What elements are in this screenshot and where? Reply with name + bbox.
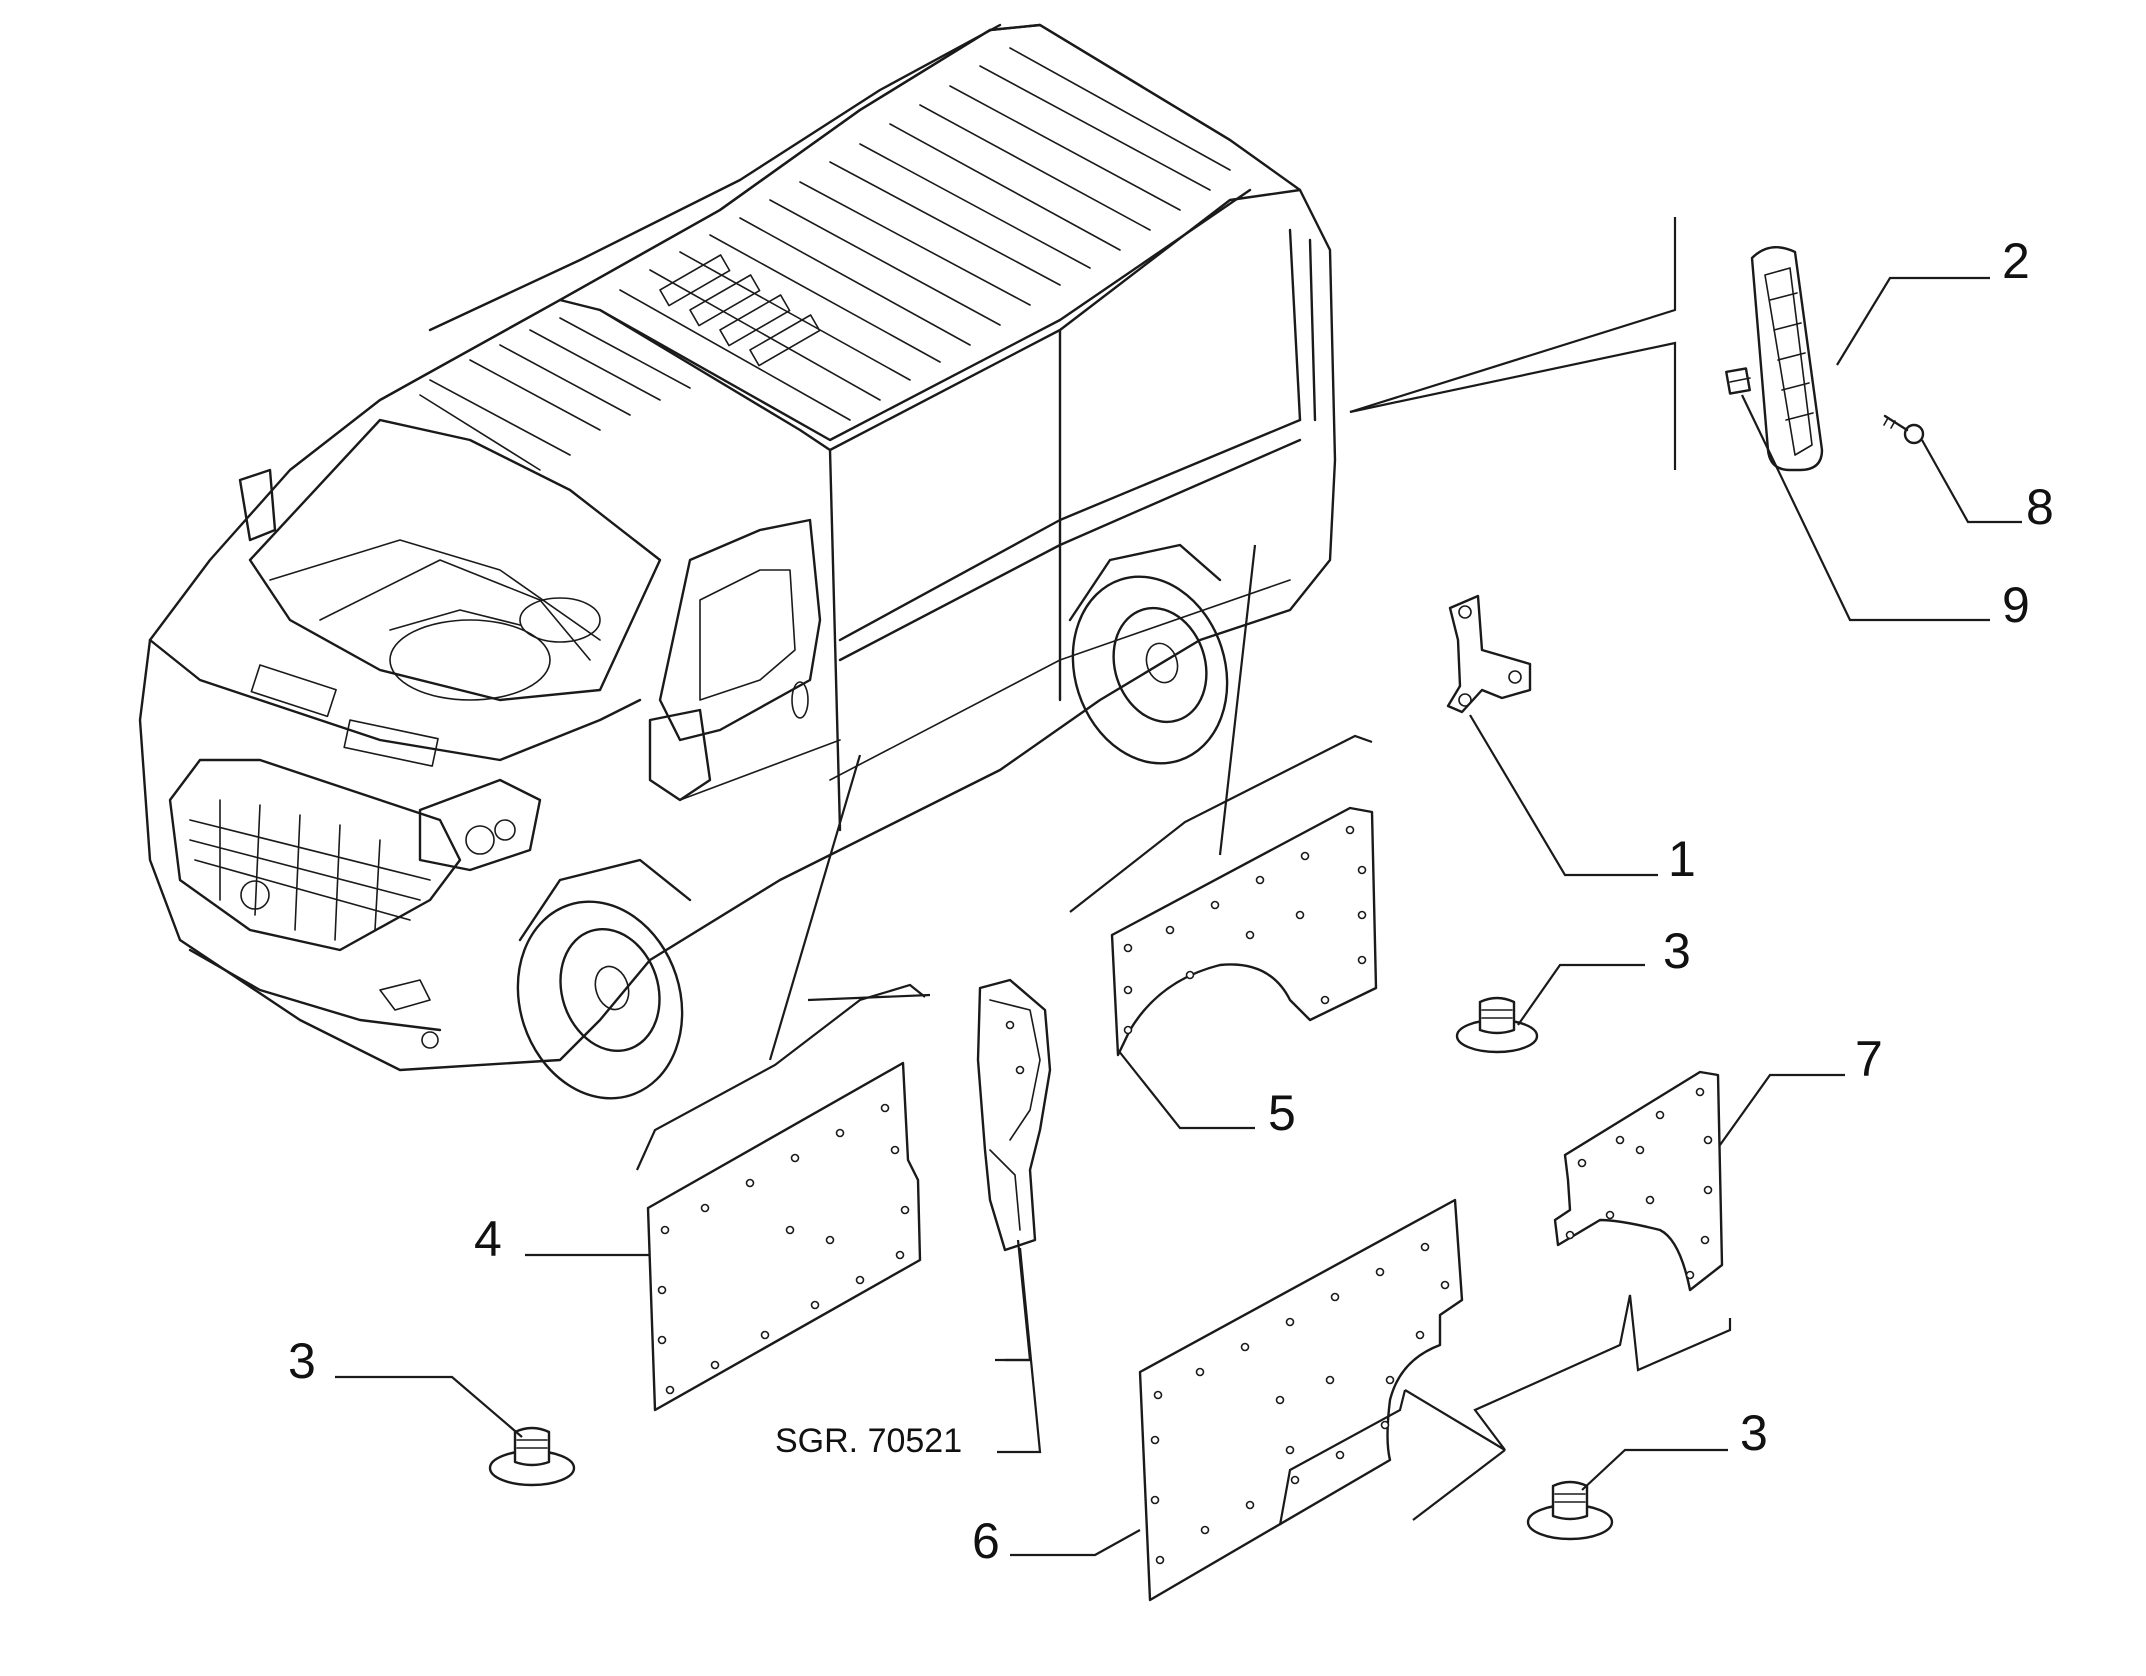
leader-lines (335, 276, 2022, 1557)
handle-icon (1750, 246, 1824, 472)
callout-3-upper: 3 (1663, 923, 1691, 979)
callout-2: 2 (2002, 233, 2030, 289)
push-clip-icon (488, 1426, 576, 1487)
callout-8: 8 (2026, 479, 2054, 535)
pillar-trim-icon (976, 978, 1052, 1252)
callout-9: 9 (2002, 577, 2030, 633)
callout-3-lower: 3 (1740, 1405, 1768, 1461)
insulation-panel-icon (646, 1061, 922, 1412)
van-illustration-icon (138, 23, 1337, 1100)
callout-7: 7 (1855, 1031, 1883, 1087)
callout-3-left: 3 (288, 1333, 316, 1389)
insulation-panel-icon (1110, 806, 1378, 1057)
callout-6: 6 (972, 1513, 1000, 1569)
reference-label: SGR. 70521 (775, 1422, 962, 1460)
callout-1: 1 (1668, 831, 1696, 887)
insulation-panel-icon (1138, 1198, 1464, 1602)
insulation-panel-icon (1553, 1070, 1724, 1292)
push-clip-icon (1526, 1480, 1614, 1541)
callout-5: 5 (1268, 1085, 1296, 1141)
screw-icon (1883, 414, 1925, 445)
callout-4: 4 (474, 1211, 502, 1267)
clip-icon (1725, 367, 1751, 395)
bracket-icon (1446, 594, 1532, 714)
push-clip-icon (1455, 996, 1539, 1054)
